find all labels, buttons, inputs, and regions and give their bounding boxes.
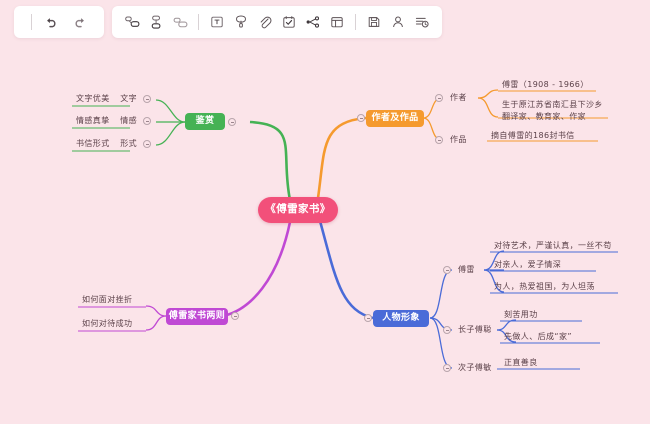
collapse-toggle-wenzi[interactable] bbox=[143, 95, 151, 103]
leaf-keku-yonggong[interactable]: 刻苦用功 bbox=[504, 310, 538, 319]
toolbar-divider bbox=[198, 14, 199, 30]
node-zhangzi-fucong[interactable]: 长子傅聪 bbox=[458, 325, 492, 334]
leaf-qinggan-zhenzhi[interactable]: 情感真挚 bbox=[76, 116, 110, 125]
text-format-icon[interactable] bbox=[207, 10, 227, 34]
brush-icon[interactable] bbox=[231, 10, 251, 34]
leaf-weiren-reai[interactable]: 为人，热爱祖国，为人坦荡 bbox=[494, 282, 595, 291]
leaf-qinren-aizi[interactable]: 对亲人，爱子情深 bbox=[494, 260, 562, 269]
leaf-xian-zuoren[interactable]: 先做人、后成“家” bbox=[504, 332, 572, 341]
branch-node-zuozhe-zuopin[interactable]: 作者及作品 bbox=[366, 110, 424, 127]
collapse-toggle-zuopin[interactable] bbox=[435, 136, 443, 144]
leaf-fulei-bio-line2: 翻译家、教育家、作家 bbox=[502, 111, 586, 121]
branch-node-renwu-xingxiang[interactable]: 人物形象 bbox=[373, 310, 429, 327]
node-qinggan[interactable]: 情感 bbox=[120, 116, 137, 125]
branch-node-jianshang[interactable]: 鉴赏 bbox=[185, 113, 225, 130]
node-fulei[interactable]: 傅雷 bbox=[458, 265, 475, 274]
add-child-node-icon[interactable] bbox=[146, 10, 166, 34]
collapse-toggle-xingshi[interactable] bbox=[143, 140, 151, 148]
add-free-node-icon[interactable] bbox=[170, 10, 190, 34]
node-zuopin[interactable]: 作品 bbox=[450, 135, 467, 144]
collapse-toggle-zuozhe-zuopin[interactable] bbox=[357, 114, 365, 122]
root-node[interactable]: 《傅雷家书》 bbox=[258, 197, 338, 223]
collapse-toggle-qinggan[interactable] bbox=[143, 117, 151, 125]
leaf-ruhe-mianduicuozhe[interactable]: 如何面对挫折 bbox=[82, 295, 133, 304]
undo-icon[interactable] bbox=[40, 10, 64, 34]
node-zuozhe[interactable]: 作者 bbox=[450, 93, 467, 102]
history-icon[interactable] bbox=[412, 10, 432, 34]
leaf-fulei-bio-line1: 生于原江苏省南汇县下沙乡 bbox=[502, 100, 603, 109]
collapse-toggle-renwu-xingxiang[interactable] bbox=[364, 314, 372, 322]
attachment-icon[interactable] bbox=[255, 10, 275, 34]
collapse-toggle-fulei[interactable] bbox=[443, 266, 451, 274]
collapse-toggle-fucong[interactable] bbox=[443, 326, 451, 334]
leaf-wenzi-youmei[interactable]: 文字优美 bbox=[76, 94, 110, 103]
share-icon[interactable] bbox=[388, 10, 408, 34]
node-cizi-fumin[interactable]: 次子傅敏 bbox=[458, 363, 492, 372]
leaf-yishu-yanjin[interactable]: 对待艺术，严谨认真，一丝不苟 bbox=[494, 241, 612, 250]
save-icon[interactable] bbox=[364, 10, 384, 34]
relationship-icon[interactable] bbox=[303, 10, 323, 34]
leaf-zhengzhi-shanliang[interactable]: 正直善良 bbox=[504, 358, 538, 367]
leaf-shuxin-xingshi[interactable]: 书信形式 bbox=[76, 139, 110, 148]
collapse-toggle-zuozhe[interactable] bbox=[435, 94, 443, 102]
branch-node-liangze[interactable]: 傅雷家书两则 bbox=[166, 308, 228, 325]
task-icon[interactable] bbox=[279, 10, 299, 34]
leaf-ruhe-duidaichenggong[interactable]: 如何对待成功 bbox=[82, 319, 133, 328]
node-xingshi[interactable]: 形式 bbox=[120, 139, 137, 148]
toolbar-divider bbox=[30, 14, 32, 30]
redo-icon[interactable] bbox=[68, 10, 92, 34]
node-wenzi[interactable]: 文字 bbox=[120, 94, 137, 103]
toolbar-history-group bbox=[14, 6, 104, 38]
collapse-toggle-jianshang[interactable] bbox=[228, 118, 236, 126]
leaf-fulei-bio[interactable]: 生于原江苏省南汇县下沙乡 翻译家、教育家、作家 bbox=[500, 99, 618, 125]
collapse-toggle-fumin[interactable] bbox=[443, 364, 451, 372]
summary-icon[interactable] bbox=[327, 10, 347, 34]
toolbar-main-group bbox=[112, 6, 442, 38]
leaf-186-letters[interactable]: 摘自傅雷的186封书信 bbox=[491, 131, 575, 140]
collapse-toggle-liangze[interactable] bbox=[231, 312, 239, 320]
add-sibling-node-icon[interactable] bbox=[122, 10, 142, 34]
toolbar-divider bbox=[355, 14, 356, 30]
leaf-fulei-years[interactable]: 傅雷（1908 - 1966） bbox=[502, 80, 589, 89]
